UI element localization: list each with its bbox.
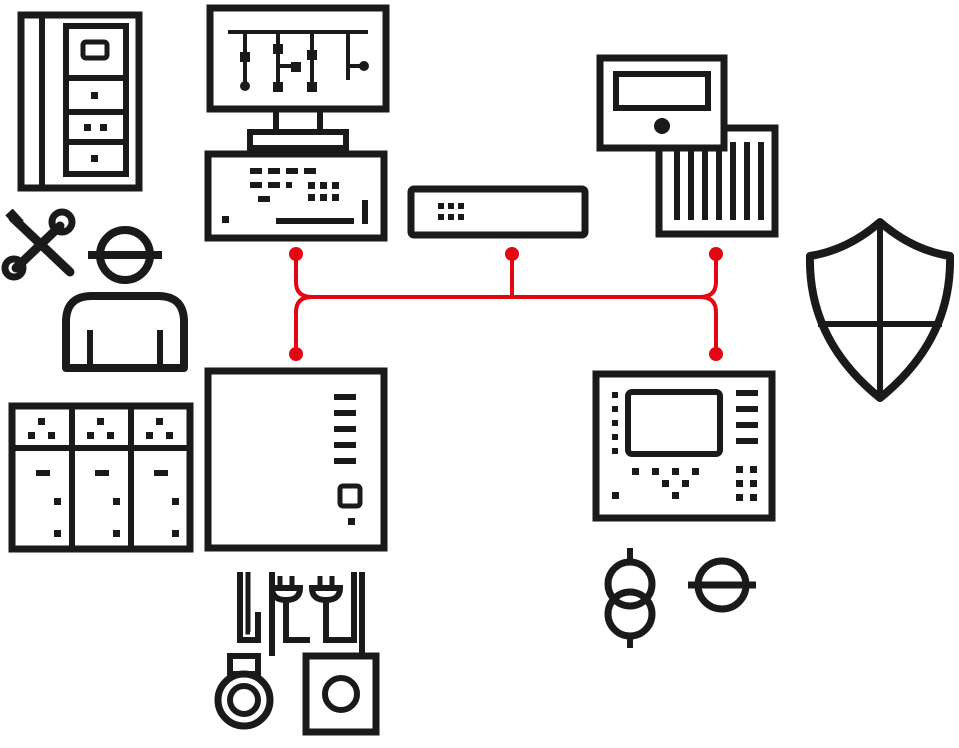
transformer-symbol-icon xyxy=(604,548,656,648)
network-node-bay-controller xyxy=(709,347,723,361)
circuit-breaker-symbol-icon xyxy=(88,226,162,284)
switchgear-cabinet-icon xyxy=(17,11,143,192)
maintenance-tools-icon xyxy=(1,208,76,281)
scada-workstation-icon xyxy=(204,4,390,242)
service-technician-icon xyxy=(62,292,188,372)
network-switch-icon xyxy=(407,185,589,239)
circuit-breaker-symbol-icon xyxy=(688,557,756,613)
motor-drive-icon xyxy=(214,572,380,736)
switchgear-panels-icon xyxy=(8,402,194,553)
security-shield-icon xyxy=(805,218,955,402)
controller-rack-icon xyxy=(596,54,779,238)
network-node-switch xyxy=(505,247,519,261)
network-node-controller xyxy=(709,247,723,261)
network-node-relay-cabinet xyxy=(289,347,303,361)
protection-relay-cabinet-icon xyxy=(204,367,388,552)
network-node-workstation xyxy=(289,247,303,261)
bay-controller-icon xyxy=(592,370,776,522)
network-bus xyxy=(289,247,723,361)
